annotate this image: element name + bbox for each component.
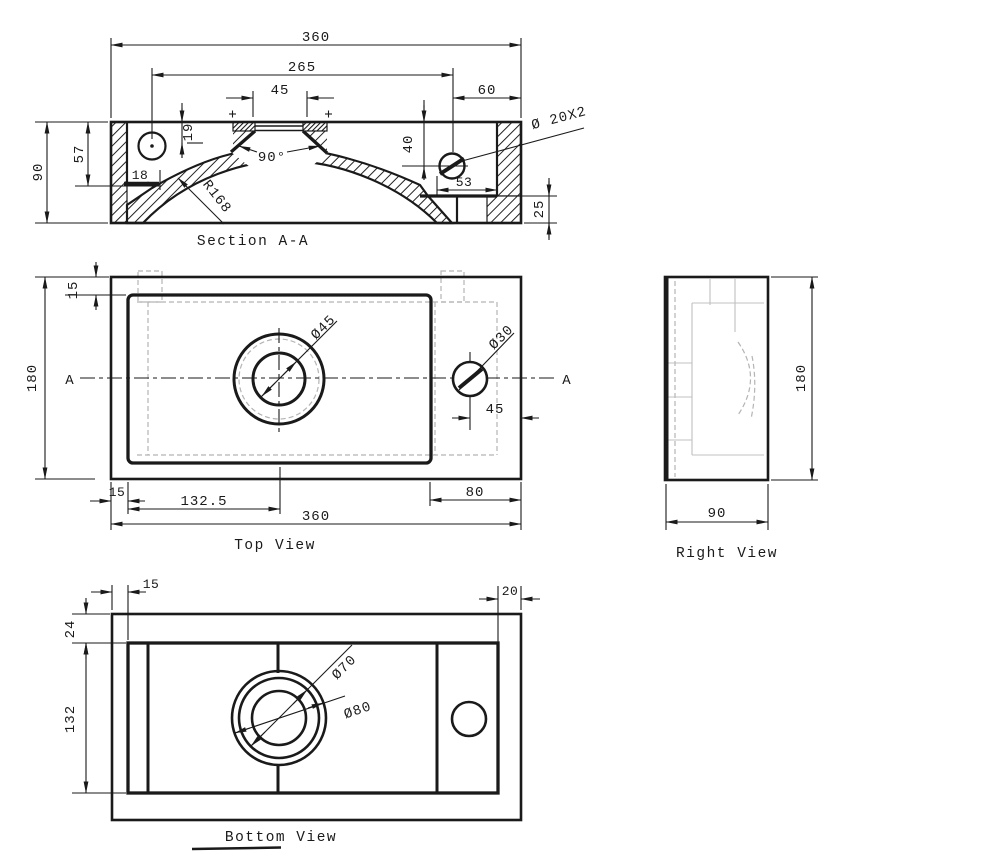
section-left-wall-hatch: [110, 121, 128, 224]
top-view: Ø45 Ø30 45 15 180 A A 15 132.5: [25, 262, 571, 554]
drain-cone-wall-right: [301, 129, 329, 155]
section-letter-right: A: [562, 373, 571, 389]
dim-arrow: [250, 731, 266, 747]
dim-recess-height: 132: [63, 705, 79, 733]
right-view-label: Right View: [676, 546, 778, 562]
bottom-recess-outline: [126, 641, 500, 795]
dim-arrow: [292, 689, 308, 705]
section-letter-left: A: [65, 373, 74, 389]
tap-hole-leader: [458, 332, 515, 391]
dim-ledge-width: 18: [132, 168, 149, 183]
label-drain-inner-dia: Ø70: [329, 652, 360, 683]
dim-tap-hole-offset: 45: [486, 402, 505, 418]
right-view: 180 90 Right View: [663, 275, 818, 562]
section-right-bottom-hatch: [486, 195, 522, 224]
hole-leader: [461, 127, 585, 162]
label-cone-angle: 90°: [258, 150, 286, 166]
dim-depth: 180: [25, 364, 41, 392]
angle-arrow-right: [286, 145, 321, 153]
label-basin-radius: R168: [198, 177, 234, 216]
bottom-body-outline: [110, 612, 523, 822]
basin-rim-outline: [126, 293, 433, 465]
dim-total-width: 360: [302, 30, 330, 46]
overflow-hole-circle: [450, 700, 488, 738]
radius-leader: [177, 177, 225, 225]
dim-notch-height: 25: [532, 200, 548, 219]
hidden-basin-curve: [737, 341, 752, 416]
dim-right-height: 180: [794, 364, 810, 392]
dim-arrow: [282, 361, 297, 376]
bottom-view-label: Bottom View: [225, 830, 337, 846]
drain-hole-circle: [251, 351, 307, 407]
label-drain-outer-dia: Ø80: [342, 699, 374, 723]
hidden-tap-boss-right: [440, 270, 465, 303]
dim-drain-top-width: 45: [271, 83, 290, 99]
dim-rim-left: 15: [109, 485, 126, 500]
right-body-outline: [663, 275, 770, 482]
section-view: 360 265 45 60 90 57 19 18 R168: [31, 30, 589, 250]
dim-right-depth: 90: [708, 506, 727, 522]
dim-arrow: [261, 382, 276, 397]
dim-bottom-rim: 15: [143, 577, 160, 592]
section-right-wall-hatch: [496, 121, 522, 197]
drain-outer-leader: [234, 695, 346, 734]
dim-arrow: [234, 727, 251, 734]
drain-boss-inner-circle: [250, 689, 308, 747]
dim-top-margin: 24: [63, 620, 79, 639]
bottom-view: Ø70 Ø80 15 20 24 132 Bottom View: [63, 577, 540, 851]
dim-arrow: [307, 702, 324, 709]
drain-flange-left: [232, 121, 256, 132]
hidden-basin-curve-2: [750, 355, 756, 420]
drain-flange-right: [302, 121, 328, 132]
section-label: Section A-A: [197, 234, 309, 250]
label-drain-dia: Ø45: [308, 312, 339, 343]
dim-rim-thickness: 19: [181, 123, 197, 142]
top-view-label: Top View: [234, 538, 316, 554]
dim-drain-center-x: 132.5: [180, 494, 227, 510]
faucet-hole-center-dot: [150, 144, 154, 148]
dim-bottom-edge: 20: [502, 584, 519, 599]
angle-arrow-left: [238, 145, 258, 153]
dim-hole-to-edge: 60: [478, 83, 497, 99]
dim-basin-depth: 57: [72, 145, 88, 164]
label-tap-hole-dia: Ø30: [486, 322, 517, 353]
section-body-outline: [109, 120, 523, 225]
label-underline: [191, 846, 282, 851]
hidden-tap-boss-left: [137, 270, 163, 303]
dim-rim-top: 15: [66, 281, 82, 300]
dim-hole-to-wall: 53: [456, 175, 473, 190]
drain-cone: [231, 131, 327, 171]
drain-cone-wall-left: [229, 129, 257, 154]
drain-outer-circle: [232, 332, 326, 426]
dim-shelf-width: 80: [466, 485, 485, 501]
dim-total-width-top: 360: [302, 509, 330, 525]
dim-inner-width: 265: [288, 60, 316, 76]
drain-boss-outer-circle: [230, 669, 328, 767]
drain-boss-mid-circle: [237, 676, 321, 760]
dim-hole-depth: 40: [401, 135, 417, 154]
dim-height: 90: [31, 163, 47, 182]
